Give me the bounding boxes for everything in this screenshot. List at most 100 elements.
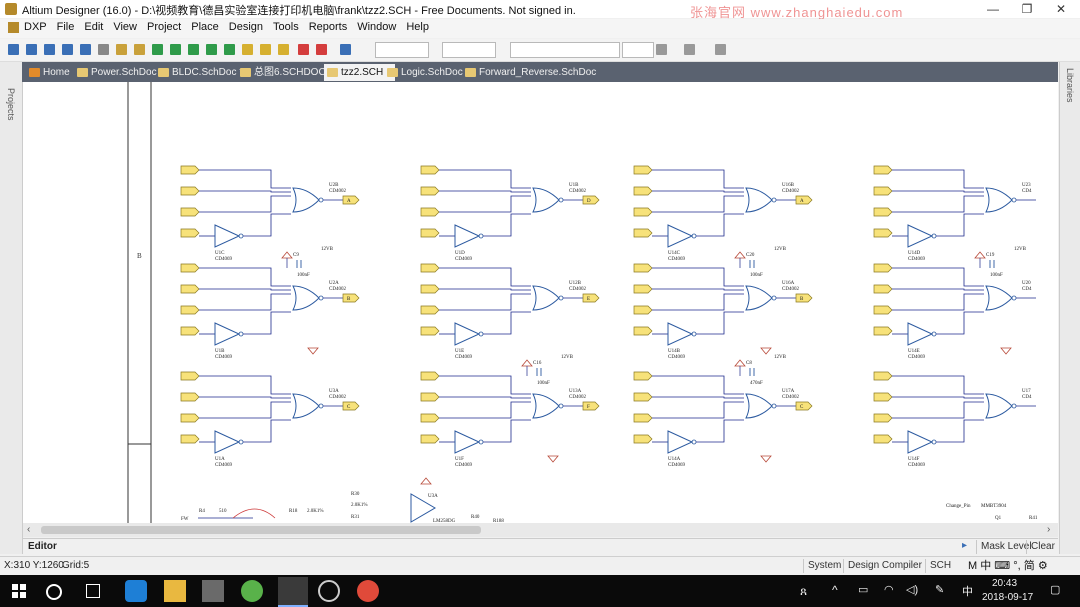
- ime-punct[interactable]: °,: [1013, 560, 1021, 572]
- system-panel-button[interactable]: System: [803, 559, 845, 573]
- wire: [652, 190, 744, 193]
- input-port: [180, 392, 200, 402]
- menu-help[interactable]: Help: [406, 21, 429, 33]
- menu-reports[interactable]: Reports: [308, 21, 348, 33]
- people-icon[interactable]: ጸ: [800, 584, 808, 598]
- menu-window[interactable]: Window: [357, 21, 397, 33]
- tab-forward-reverse[interactable]: Forward_Reverse.SchDoc: [462, 64, 603, 81]
- scrollbar-thumb[interactable]: [41, 526, 481, 534]
- part-icon[interactable]: [134, 44, 145, 55]
- ime-keyboard[interactable]: ⌨: [994, 560, 1011, 572]
- calculator-icon[interactable]: [202, 580, 224, 602]
- input-port: [420, 392, 440, 402]
- menu-tools[interactable]: Tools: [273, 21, 299, 33]
- editor-tab[interactable]: Editor: [28, 541, 57, 552]
- sheet-entry-icon[interactable]: [170, 44, 181, 55]
- altium-taskbar-icon[interactable]: [278, 577, 308, 607]
- minimize-button[interactable]: —: [987, 2, 999, 16]
- libraries-panel-label[interactable]: Libraries: [1065, 68, 1075, 103]
- menu-edit[interactable]: Edit: [84, 21, 104, 33]
- distribute-icon[interactable]: [715, 44, 726, 55]
- clock-date[interactable]: 2018-09-17: [982, 592, 1034, 603]
- vcc-port-icon[interactable]: [116, 44, 127, 55]
- signal-harness-icon[interactable]: [62, 44, 73, 55]
- device-sheet-icon[interactable]: [188, 44, 199, 55]
- chrome-icon[interactable]: [357, 580, 379, 602]
- volume-icon[interactable]: ◁): [906, 584, 919, 596]
- filter-icon[interactable]: ▸: [962, 540, 968, 551]
- ime-simplified[interactable]: 简: [1023, 560, 1035, 572]
- media-player-icon[interactable]: [318, 580, 340, 602]
- gnd-port-icon[interactable]: [98, 44, 109, 55]
- combo-3[interactable]: [510, 42, 620, 58]
- combo-2[interactable]: [442, 42, 496, 58]
- pen-icon[interactable]: ✎: [935, 584, 945, 596]
- nor-gate: [985, 285, 1013, 311]
- input-language[interactable]: 中: [962, 586, 973, 598]
- input-port: [633, 186, 653, 196]
- tray-expand-icon[interactable]: ^: [832, 583, 838, 597]
- bus-entry-icon[interactable]: [44, 44, 55, 55]
- menu-place[interactable]: Place: [191, 21, 219, 33]
- cortana-icon[interactable]: [46, 584, 62, 600]
- clear-button[interactable]: Clear: [1026, 540, 1059, 554]
- clock-time[interactable]: 20:43: [992, 578, 1018, 589]
- status-bar: X:310 Y:1260 Grid:5 System Design Compil…: [0, 540, 1080, 575]
- ime-chinese[interactable]: 中: [980, 560, 992, 572]
- combo-1[interactable]: [375, 42, 429, 58]
- no-erc-icon[interactable]: [298, 44, 309, 55]
- harness-entry-icon[interactable]: [224, 44, 235, 55]
- align-left-icon[interactable]: [656, 44, 667, 55]
- power-symbol: [734, 251, 746, 259]
- edge-browser-icon[interactable]: [125, 580, 147, 602]
- windows-start-icon[interactable]: [12, 584, 26, 598]
- design-compiler-panel-button[interactable]: Design Compiler: [843, 559, 926, 573]
- menu-design[interactable]: Design: [228, 21, 264, 33]
- inverter-gate: [214, 430, 241, 454]
- sheet-symbol-icon[interactable]: [152, 44, 163, 55]
- bus-tool-icon[interactable]: [26, 44, 37, 55]
- close-button[interactable]: ✕: [1055, 2, 1067, 16]
- tab-tzz2[interactable]: tzz2.SCH: [324, 64, 395, 81]
- port-icon[interactable]: [242, 44, 253, 55]
- menu-file[interactable]: File: [56, 21, 75, 33]
- horizontal-scrollbar[interactable]: ‹ ›: [23, 523, 1058, 537]
- combo-4[interactable]: [622, 42, 654, 58]
- sch-panel-button[interactable]: SCH: [925, 559, 955, 573]
- tab-logic[interactable]: Logic.SchDoc: [384, 64, 473, 81]
- maximize-button[interactable]: ❐: [1021, 2, 1033, 16]
- drawing-tools-icon[interactable]: [340, 44, 351, 55]
- offsheet-connector-icon[interactable]: [260, 44, 271, 55]
- menu-dxp[interactable]: DXP: [24, 21, 47, 33]
- tab-home[interactable]: Home: [26, 64, 89, 81]
- input-port: [873, 413, 893, 423]
- task-view-icon[interactable]: [86, 584, 100, 598]
- tab-bldc[interactable]: BLDC.SchDoc *: [155, 64, 250, 81]
- scroll-right-icon[interactable]: ›: [1047, 524, 1051, 535]
- file-explorer-icon[interactable]: [164, 580, 186, 602]
- tab-power[interactable]: Power.SchDoc: [74, 64, 169, 81]
- network-icon[interactable]: ▭: [858, 584, 869, 596]
- menu-view[interactable]: View: [113, 21, 137, 33]
- mask-level-button[interactable]: Mask Level: [976, 540, 1036, 554]
- app-green-icon[interactable]: [241, 580, 263, 602]
- inverter-ref: U14D: [908, 251, 921, 256]
- libraries-panel[interactable]: Libraries: [1059, 62, 1080, 554]
- schematic-drawing[interactable]: B U1CCD4069U2BCD4002AU1BCD4069U2ACD4002B…: [23, 82, 1058, 523]
- directive-icon[interactable]: [278, 44, 289, 55]
- ime-mode[interactable]: M: [968, 560, 978, 572]
- wire-tool-icon[interactable]: [8, 44, 19, 55]
- projects-panel[interactable]: Projects: [0, 62, 23, 554]
- net-label-icon[interactable]: [80, 44, 91, 55]
- ime-settings[interactable]: ⚙: [1037, 560, 1048, 572]
- notification-icon[interactable]: ▢: [1050, 584, 1061, 596]
- menu-project[interactable]: Project: [146, 21, 182, 33]
- wifi-icon[interactable]: ◠: [884, 584, 894, 596]
- align-center-icon[interactable]: [684, 44, 695, 55]
- harness-connector-icon[interactable]: [206, 44, 217, 55]
- tab-zongtu6[interactable]: 总图6.SCHDOC: [237, 64, 338, 81]
- projects-panel-label[interactable]: Projects: [6, 88, 16, 121]
- compile-mask-icon[interactable]: [316, 44, 327, 55]
- scroll-left-icon[interactable]: ‹: [27, 524, 31, 535]
